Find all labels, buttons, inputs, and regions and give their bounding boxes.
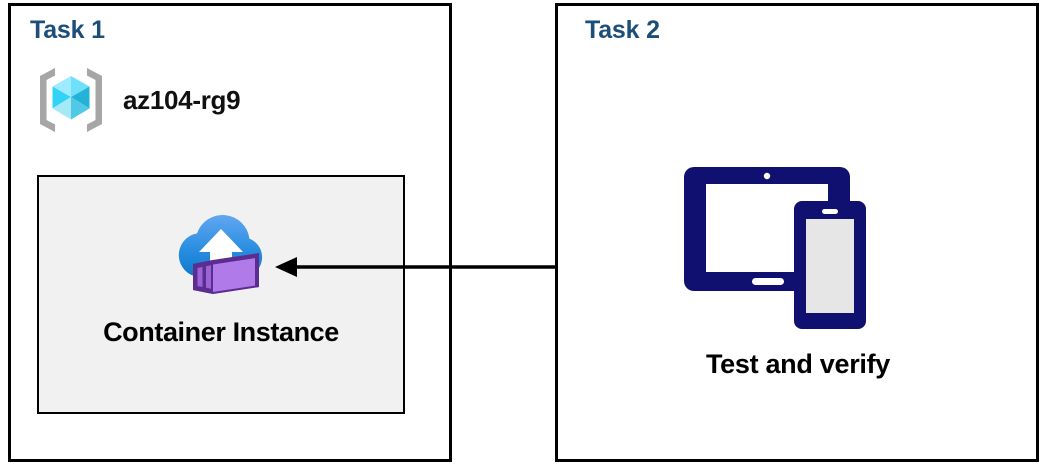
resource-group-row: az104-rg9 [33, 62, 241, 138]
task-2-title: Task 2 [585, 16, 660, 44]
resource-group-label: az104-rg9 [123, 84, 241, 115]
azure-container-instance-icon [178, 214, 263, 294]
container-instance-label: Container Instance [103, 317, 339, 347]
azure-resource-group-icon [40, 68, 102, 132]
task-1-title: Task 1 [30, 16, 105, 44]
devices-tablet-phone-icon [684, 167, 866, 329]
test-and-verify-label: Test and verify [705, 349, 891, 379]
container-instance-panel: Container Instance [37, 175, 405, 414]
